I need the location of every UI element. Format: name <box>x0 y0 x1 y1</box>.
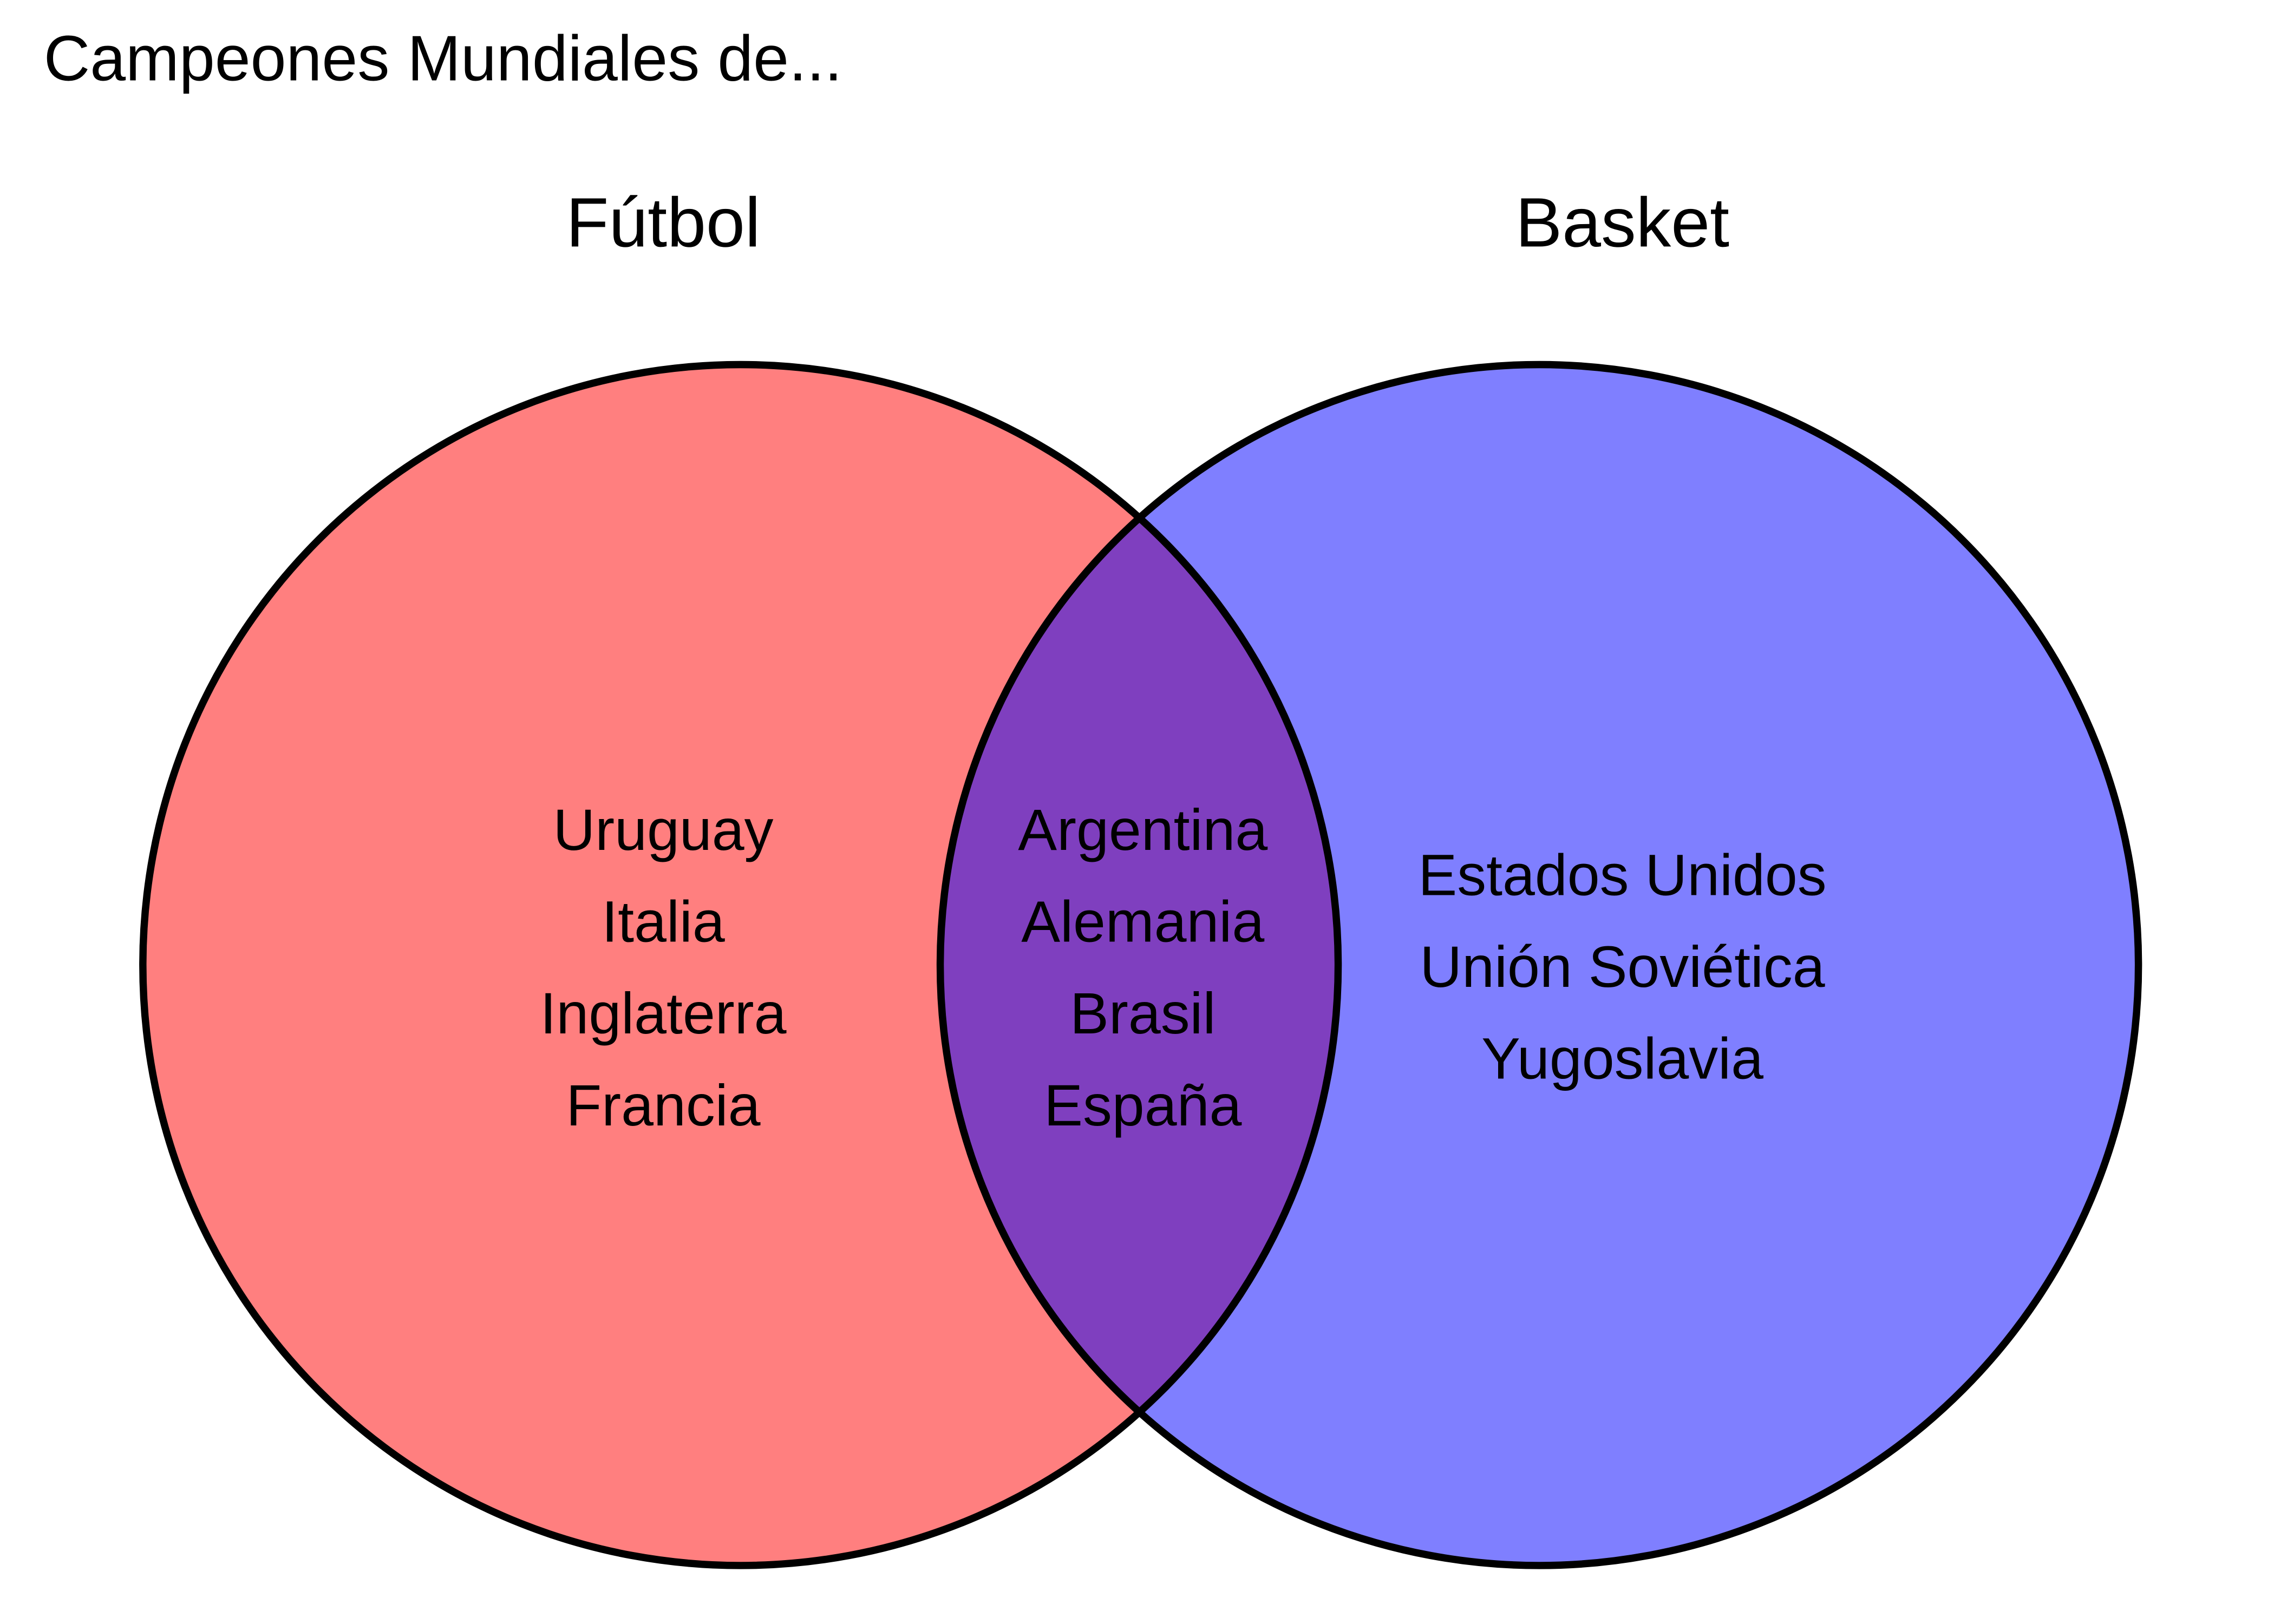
futbol-only-items: Uruguay Italia Inglaterra Francia <box>540 797 787 1138</box>
list-item: Francia <box>566 1073 760 1138</box>
diagram-title: Campeones Mundiales de... <box>44 23 842 94</box>
list-item: Unión Soviética <box>1420 934 1825 999</box>
list-item: Inglaterra <box>540 981 787 1046</box>
set-label-futbol: Fútbol <box>566 184 760 261</box>
set-label-basket: Basket <box>1515 184 1729 261</box>
list-item: Uruguay <box>553 797 773 862</box>
intersection-region <box>940 364 1338 1566</box>
list-item: Argentina <box>1018 797 1267 862</box>
list-item: España <box>1044 1073 1241 1138</box>
list-item: Alemania <box>1021 889 1264 954</box>
circle-basket-outline <box>936 361 2142 1569</box>
circle-futbol-outline <box>139 361 1342 1569</box>
list-item: Italia <box>602 889 725 954</box>
intersection-items: Argentina Alemania Brasil España <box>1018 797 1267 1138</box>
list-item: Yugoslavia <box>1481 1026 1763 1091</box>
list-item: Brasil <box>1070 981 1216 1046</box>
list-item: Estados Unidos <box>1418 842 1826 907</box>
basket-only-items: Estados Unidos Unión Soviética Yugoslavi… <box>1418 842 1826 1091</box>
